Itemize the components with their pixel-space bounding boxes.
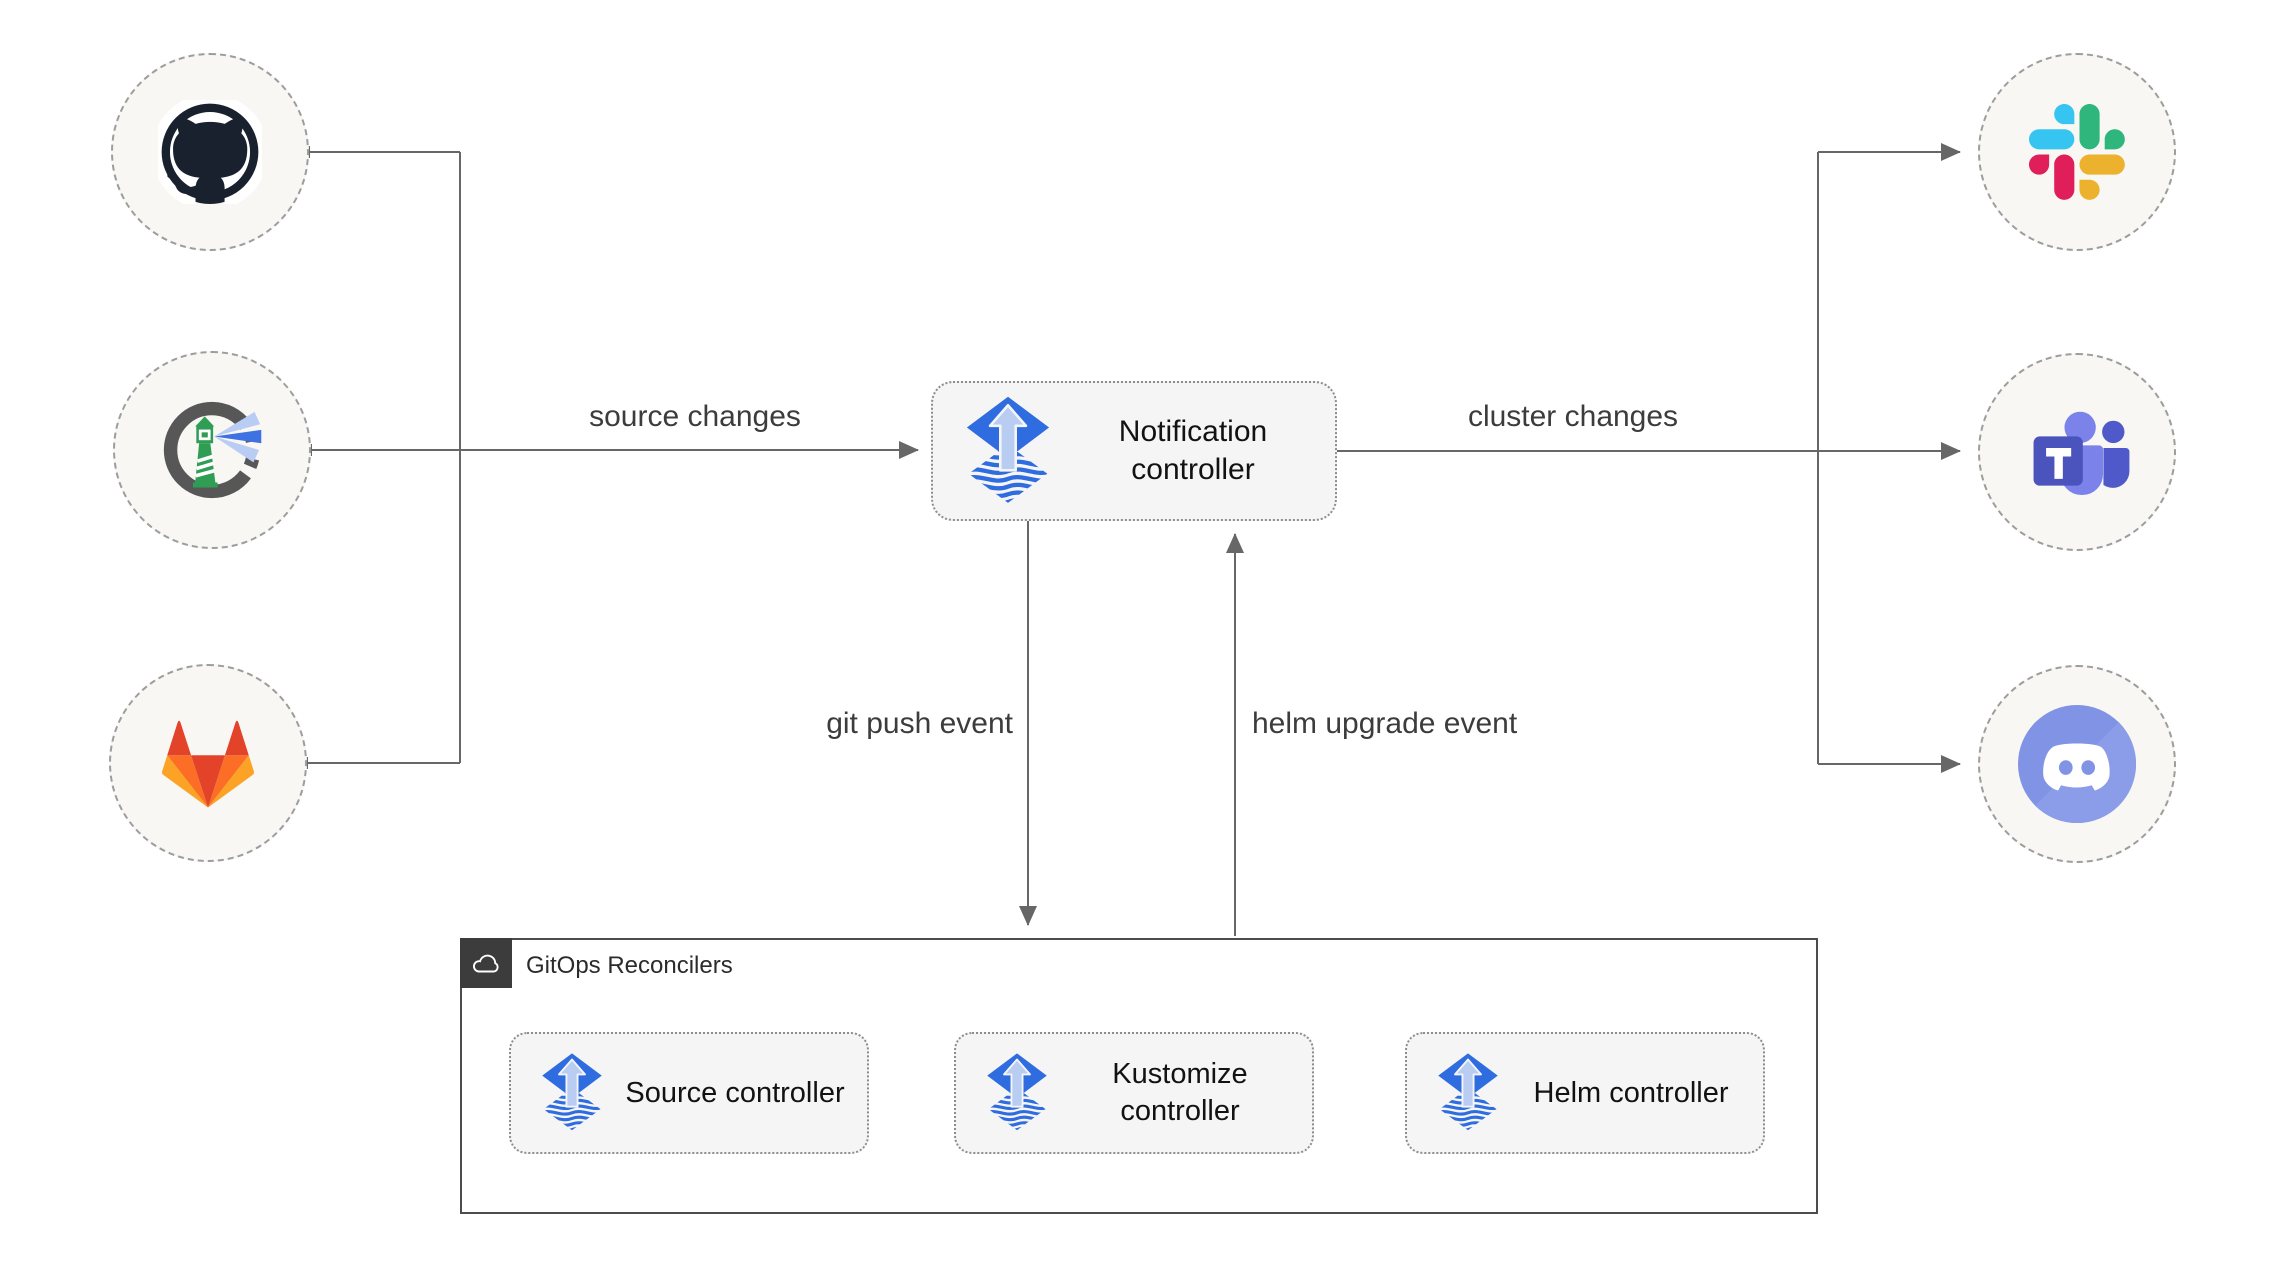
- label-cluster-changes: cluster changes: [1467, 400, 1679, 433]
- source-controller-label: Source controller: [625, 1076, 845, 1109]
- flux-icon: [986, 1052, 1048, 1134]
- gitops-reconcilers-group: GitOps Reconcilers Source controller Kus…: [460, 938, 1818, 1214]
- node-slack: [1978, 53, 2176, 251]
- node-teams: [1978, 353, 2176, 551]
- github-icon: [158, 100, 262, 204]
- label-helm-upgrade-event: helm upgrade event: [1252, 707, 1518, 740]
- node-gitlab: [109, 664, 307, 862]
- flux-icon: [965, 395, 1051, 508]
- cloud-icon: [473, 954, 499, 972]
- node-kustomize-controller: Kustomize controller: [954, 1032, 1314, 1154]
- node-harbor: [113, 351, 311, 549]
- node-discord: [1978, 665, 2176, 863]
- label-source-changes: source changes: [589, 400, 801, 433]
- harbor-icon: [163, 401, 262, 499]
- label-git-push-event: git push event: [826, 707, 1013, 740]
- group-badge: [460, 938, 512, 988]
- notification-controller-label: Notification controller: [1118, 414, 1268, 486]
- node-helm-controller: Helm controller: [1405, 1032, 1765, 1154]
- kustomize-controller-label: Kustomize controller: [1112, 1058, 1248, 1127]
- slack-icon: [2029, 104, 2125, 200]
- node-notification-controller: Notification controller: [931, 381, 1337, 521]
- discord-icon: [2018, 705, 2136, 823]
- node-source-controller: Source controller: [509, 1032, 869, 1154]
- flux-icon: [1437, 1052, 1499, 1134]
- helm-controller-label: Helm controller: [1533, 1076, 1729, 1109]
- flux-icon: [541, 1052, 603, 1134]
- gitops-reconcilers-title: GitOps Reconcilers: [526, 952, 733, 979]
- gitlab-icon: [162, 720, 254, 808]
- node-github: [111, 53, 309, 251]
- teams-icon: [2033, 411, 2130, 495]
